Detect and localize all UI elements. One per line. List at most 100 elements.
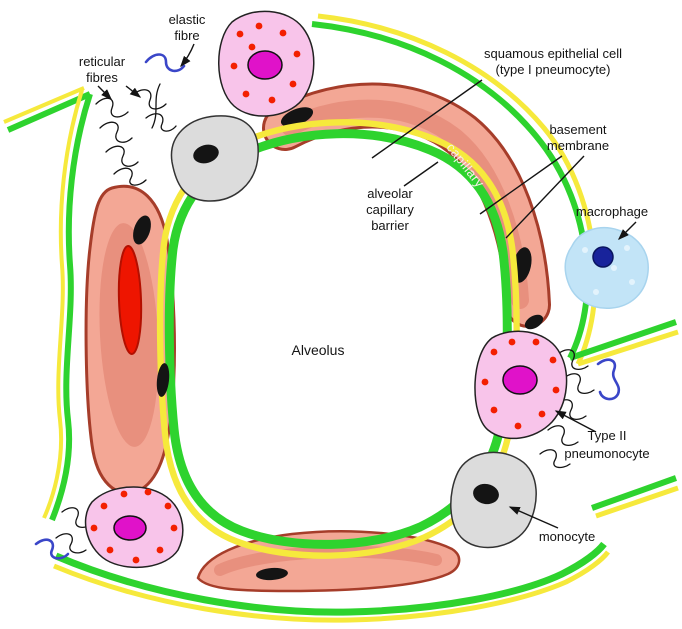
elastic-fibre-line bbox=[144, 53, 186, 73]
endothelial-nucleus bbox=[133, 215, 151, 245]
surfactant-layer-yellow bbox=[156, 119, 520, 559]
reticular-fibre-line bbox=[95, 97, 129, 118]
gray-cell-nucleus bbox=[473, 483, 499, 505]
granule bbox=[481, 378, 489, 386]
granule bbox=[552, 386, 560, 394]
capillary-left bbox=[84, 184, 176, 495]
reticular-fibres-group bbox=[55, 83, 595, 554]
label-alveolar-capillary-barrier: barrier bbox=[371, 218, 409, 233]
reticular-fibre-line bbox=[145, 113, 177, 132]
granule bbox=[120, 490, 128, 498]
macrophage-body bbox=[564, 226, 649, 309]
outer-wall-yellow bbox=[595, 485, 679, 519]
label-basement-membrane: membrane bbox=[547, 138, 609, 153]
endothelial-nucleus bbox=[256, 567, 288, 581]
gray-cell-nucleus bbox=[193, 144, 219, 164]
pointer-reticular-fibres bbox=[125, 85, 142, 98]
macrophage-nucleus bbox=[592, 246, 614, 268]
label-monocyte: monocyte bbox=[539, 529, 595, 544]
type2-nucleus bbox=[113, 515, 147, 541]
pointer-alveolar-capillary-barrier bbox=[403, 161, 439, 187]
label-alveolar-capillary-barrier: capillary bbox=[366, 202, 414, 217]
granule bbox=[106, 546, 114, 554]
granule bbox=[164, 502, 172, 510]
granule bbox=[490, 348, 498, 356]
label-squamous-epithelial: squamous epithelial cell bbox=[484, 46, 622, 61]
outer-wall-green bbox=[569, 319, 677, 361]
granule bbox=[532, 338, 540, 346]
granule bbox=[289, 80, 297, 88]
squamous-cell-nucleus bbox=[156, 363, 170, 397]
label-type2-pneumonocyte: Type II bbox=[587, 428, 626, 443]
pointer-basement-membrane bbox=[479, 155, 563, 215]
reticular-fibre-line bbox=[105, 145, 139, 167]
pointer-monocyte bbox=[508, 506, 559, 529]
pointer-macrophage bbox=[618, 221, 637, 240]
granule bbox=[508, 338, 516, 346]
capillary-lumen bbox=[214, 545, 442, 576]
reticular-fibre-line bbox=[557, 349, 589, 371]
macrophage-speckle bbox=[624, 245, 630, 251]
outer-wall-yellow bbox=[3, 86, 85, 124]
label-reticular-fibres: reticular bbox=[79, 54, 126, 69]
granule bbox=[268, 96, 276, 104]
reticular-fibre-line bbox=[133, 89, 167, 110]
reticular-fibre-line bbox=[99, 121, 133, 143]
elastic-fibre-line bbox=[596, 358, 621, 401]
pointer-elastic-fibre bbox=[180, 43, 195, 68]
granule bbox=[279, 29, 287, 37]
reticular-fibre-line bbox=[151, 83, 161, 129]
elastic-fibres-group bbox=[34, 53, 621, 560]
outer-wall-yellow bbox=[42, 89, 84, 519]
granule bbox=[514, 422, 522, 430]
reticular-fibre-line bbox=[55, 533, 87, 554]
macrophage-speckle bbox=[582, 247, 588, 253]
wall-nuclei bbox=[156, 314, 544, 397]
outer-alveolar-walls bbox=[3, 13, 679, 623]
label-squamous-epithelial: (type I pneumocyte) bbox=[496, 62, 611, 77]
granule bbox=[490, 406, 498, 414]
pointer-squamous-epithelial bbox=[371, 79, 483, 159]
outer-wall-yellow bbox=[53, 550, 610, 623]
label-elastic-fibre: elastic bbox=[169, 12, 206, 27]
granule bbox=[236, 30, 244, 38]
squamous-cell-nucleus bbox=[524, 314, 544, 330]
macrophage-speckle bbox=[611, 265, 617, 271]
monocyte-cell bbox=[450, 451, 537, 549]
red-blood-column bbox=[117, 245, 143, 355]
outer-wall-green bbox=[6, 91, 92, 133]
label-type2-pneumonocyte: pneumonocyte bbox=[564, 446, 649, 461]
label-elastic-fibre: fibre bbox=[174, 28, 199, 43]
reticular-fibre-line bbox=[113, 167, 147, 186]
outer-wall-green bbox=[49, 93, 93, 522]
type2-nucleus bbox=[502, 365, 538, 395]
septal-cell-top-left bbox=[170, 115, 259, 202]
reticular-fibre-line bbox=[61, 507, 93, 529]
pointer-basement-membrane bbox=[505, 155, 585, 239]
pointer-type2-pneumonocyte bbox=[554, 410, 597, 433]
macrophage-speckle bbox=[593, 289, 599, 295]
granule bbox=[293, 50, 301, 58]
granule bbox=[255, 22, 263, 30]
granule bbox=[132, 556, 140, 564]
granule bbox=[156, 546, 164, 554]
elastic-fibre-line bbox=[34, 538, 70, 560]
reticular-fibre-line bbox=[547, 425, 579, 447]
type2-pneumonocyte-top bbox=[218, 10, 315, 117]
pointer-reticular-fibres bbox=[97, 85, 112, 100]
granule bbox=[538, 410, 546, 418]
pointer-lines bbox=[97, 43, 637, 529]
granule bbox=[90, 524, 98, 532]
granule bbox=[549, 356, 557, 364]
label-basement-membrane: basement bbox=[549, 122, 606, 137]
granule bbox=[100, 502, 108, 510]
outer-wall-yellow bbox=[577, 329, 679, 367]
basement-membrane-green bbox=[164, 129, 512, 549]
reticular-fibre-line bbox=[539, 449, 571, 469]
granule bbox=[242, 90, 250, 98]
outer-wall-green bbox=[54, 541, 607, 616]
reticular-fibre-line bbox=[563, 373, 595, 395]
macrophage-cell bbox=[564, 226, 649, 309]
